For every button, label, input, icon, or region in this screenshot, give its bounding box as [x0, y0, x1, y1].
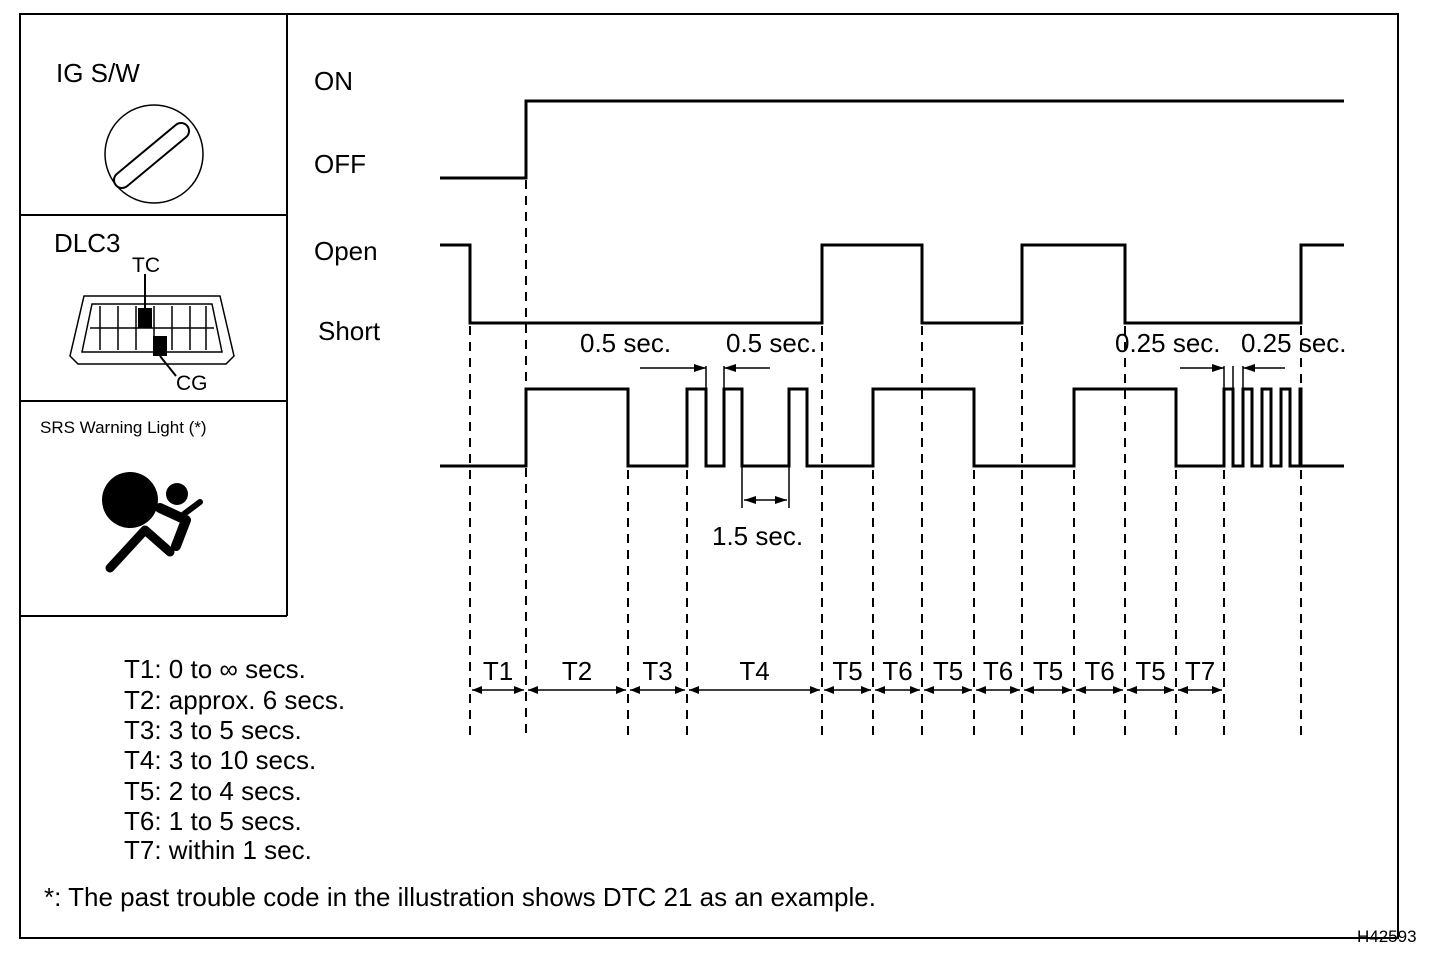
interval-arrowhead-left — [875, 686, 885, 694]
quarter-sec-label-2: 0.25 sec. — [1241, 328, 1347, 358]
interval-t5: T5 — [924, 656, 972, 694]
legend-item: T1: 0 to ∞ secs. — [124, 654, 306, 684]
cg-label: CG — [176, 372, 208, 395]
interval-t5: T5 — [824, 656, 871, 694]
srs-light-waveform — [440, 387, 1344, 468]
legend-item: T6: 1 to 5 secs. — [124, 806, 302, 836]
figure-id: H42593 — [1357, 927, 1417, 946]
interval-label: T3 — [642, 656, 672, 686]
interval-arrowhead-left — [1076, 686, 1086, 694]
interval-label-background — [738, 658, 771, 686]
interval-t5: T5 — [1127, 656, 1174, 694]
interval-label: T6 — [882, 656, 912, 686]
interval-label: T6 — [983, 656, 1013, 686]
interval-arrowhead-right — [1113, 686, 1123, 694]
interval-label-background — [831, 658, 864, 686]
interval-label: T2 — [562, 656, 592, 686]
interval-arrowhead-left — [976, 686, 986, 694]
interval-label: T5 — [1033, 656, 1063, 686]
ig-switch-waveform — [440, 99, 1344, 180]
dlc3-label: DLC3 — [54, 228, 120, 258]
dlc3-connector-icon — [69, 274, 235, 377]
interval-label: T5 — [832, 656, 862, 686]
interval-t7: T7 — [1178, 656, 1222, 694]
interval-label-background — [982, 658, 1014, 686]
airbag-warning-icon — [102, 472, 203, 573]
quarter-sec-label-1: 0.25 sec. — [1115, 328, 1221, 358]
interval-label-background — [641, 658, 674, 686]
short-label: Short — [318, 316, 381, 346]
legend-item: T2: approx. 6 secs. — [124, 685, 345, 715]
tc-cg-waveform — [440, 243, 1344, 325]
srs-warning-label: SRS Warning Light (*) — [40, 418, 207, 437]
legend-item: T4: 3 to 10 secs. — [124, 745, 316, 775]
interval-t6: T6 — [976, 656, 1020, 694]
interval-label: T4 — [739, 656, 769, 686]
half-sec-label-1: 0.5 sec. — [580, 328, 671, 358]
interval-t2: T2 — [528, 656, 626, 694]
half-sec-label-2: 0.5 sec. — [726, 328, 817, 358]
interval-arrowhead-left — [1024, 686, 1034, 694]
ig-sw-label: IG S/W — [56, 58, 140, 88]
interval-label-background — [932, 658, 964, 686]
interval-label: T6 — [1084, 656, 1114, 686]
interval-arrowhead-right — [1010, 686, 1020, 694]
interval-label: T5 — [1135, 656, 1165, 686]
interval-legend: T1: 0 to ∞ secs. T2: approx. 6 secs. T3:… — [124, 654, 345, 865]
interval-arrowhead-right — [1212, 686, 1222, 694]
open-label: Open — [314, 236, 378, 266]
interval-arrowhead-right — [810, 686, 820, 694]
interval-arrowhead-left — [472, 686, 482, 694]
interval-label-background — [881, 658, 914, 686]
footnote: *: The past trouble code in the illustra… — [44, 882, 876, 912]
legend-item: T7: within 1 sec. — [124, 835, 312, 865]
interval-arrowhead-right — [1164, 686, 1174, 694]
interval-arrowhead-right — [1062, 686, 1072, 694]
off-label: OFF — [314, 149, 366, 179]
interval-arrowhead-left — [1178, 686, 1188, 694]
interval-arrowhead-left — [924, 686, 934, 694]
interval-arrowhead-left — [528, 686, 538, 694]
interval-t3: T3 — [630, 656, 685, 694]
pulse-annotations: 0.5 sec. 0.5 sec. 1.5 sec. 0.25 sec. 0.2… — [580, 328, 1347, 551]
interval-arrowhead-left — [1127, 686, 1137, 694]
interval-t1: T1 — [472, 656, 524, 694]
interval-label-background — [1134, 658, 1167, 686]
interval-arrowhead-right — [514, 686, 524, 694]
interval-label: T5 — [933, 656, 963, 686]
interval-t4: T4 — [689, 656, 820, 694]
interval-arrowhead-left — [689, 686, 699, 694]
time-guides — [469, 180, 1302, 738]
legend-item: T3: 3 to 5 secs. — [124, 715, 302, 745]
on-label: ON — [314, 66, 353, 96]
interval-arrowhead-right — [910, 686, 920, 694]
legend-item: T5: 2 to 4 secs. — [124, 776, 302, 806]
interval-arrowhead-right — [861, 686, 871, 694]
interval-label-background — [561, 658, 593, 686]
interval-t5: T5 — [1024, 656, 1072, 694]
tc-label: TC — [132, 254, 160, 277]
interval-label: T7 — [1185, 656, 1215, 686]
diagram-frame — [19, 13, 1399, 939]
interval-arrowhead-left — [824, 686, 834, 694]
ignition-key-icon — [104, 104, 204, 204]
interval-label-background — [1032, 658, 1064, 686]
interval-label: T1 — [483, 656, 513, 686]
interval-arrowhead-right — [962, 686, 972, 694]
one-half-sec-label: 1.5 sec. — [712, 521, 803, 551]
interval-t6: T6 — [875, 656, 920, 694]
interval-t6: T6 — [1076, 656, 1123, 694]
left-panel: IG S/W DLC3 TC CG SRS Warning Lig — [20, 14, 288, 617]
interval-arrowhead-left — [630, 686, 640, 694]
interval-label-background — [482, 658, 514, 686]
interval-arrowhead-right — [616, 686, 626, 694]
interval-label-background — [1184, 658, 1216, 686]
interval-row: T1 T2 T3 T4 T5 T6 T5 T6 T5 T6 T5 T7 — [472, 656, 1222, 694]
interval-label-background — [1083, 658, 1116, 686]
interval-arrowhead-right — [675, 686, 685, 694]
